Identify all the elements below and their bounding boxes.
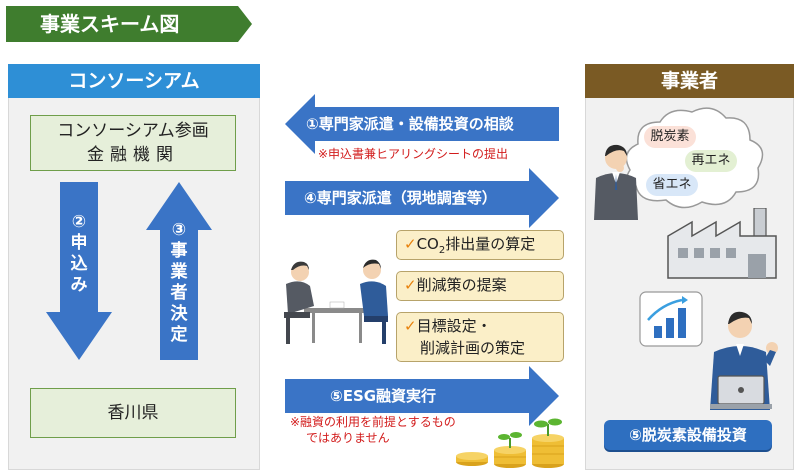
kagawa-prefecture-box: 香川県 xyxy=(30,388,236,438)
page-title: 事業スキーム図 xyxy=(40,12,180,36)
businessman-chart-illustration xyxy=(639,291,778,410)
dispatch-arrow-label: ④専門家派遣（現地調査等） xyxy=(304,189,497,207)
check-icon: ✓ xyxy=(404,235,417,253)
coins-sprouts-illustration xyxy=(456,418,564,468)
financing-note-line2: ではありません xyxy=(306,431,390,445)
dispatch-right-arrow xyxy=(285,168,559,228)
consult-arrow-label: ①専門家派遣・設備投資の相談 xyxy=(306,115,514,133)
checklist-item-co2: ✓CO2排出量の算定 xyxy=(396,230,564,260)
checklist-item-target: ✓目標設定・ 削減計画の策定 xyxy=(396,312,564,362)
consult-note: ※申込書兼ヒアリングシートの提出 xyxy=(318,147,509,161)
factory-icon xyxy=(667,208,777,279)
consult-left-arrow xyxy=(285,94,559,154)
energy-saving-badge: 省エネ xyxy=(646,174,698,196)
operator-header: 事業者 xyxy=(585,64,794,98)
check-icon: ✓ xyxy=(404,317,417,335)
decide-arrow-label: ③ 事 業 者 決 定 xyxy=(170,220,188,345)
decide-up-arrow xyxy=(146,182,212,360)
checklist-item-reduction: ✓削減策の提案 xyxy=(396,271,564,301)
meeting-people-illustration xyxy=(284,259,388,344)
financial-institution-line2: 金融機関 xyxy=(87,145,179,165)
financial-institution-box: コンソーシアム参画 金融機関 xyxy=(30,115,236,171)
consortium-header: コンソーシアム xyxy=(8,64,260,98)
title-banner xyxy=(6,6,252,42)
check-icon: ✓ xyxy=(404,276,417,294)
financing-right-arrow xyxy=(285,366,559,426)
apply-down-arrow xyxy=(46,182,112,360)
decarbonization-badge: 脱炭素 xyxy=(644,126,696,148)
decarbonization-investment-label: ⑤脱炭素設備投資 xyxy=(604,420,772,450)
financing-arrow-label: ⑤ESG融資実行 xyxy=(330,387,437,405)
apply-arrow-label: ② 申 込 み xyxy=(70,212,88,295)
renewable-energy-badge: 再エネ xyxy=(685,150,737,172)
financial-institution-line1: コンソーシアム参画 xyxy=(57,121,209,141)
financing-note-line1: ※融資の利用を前提とするもの xyxy=(290,415,456,429)
